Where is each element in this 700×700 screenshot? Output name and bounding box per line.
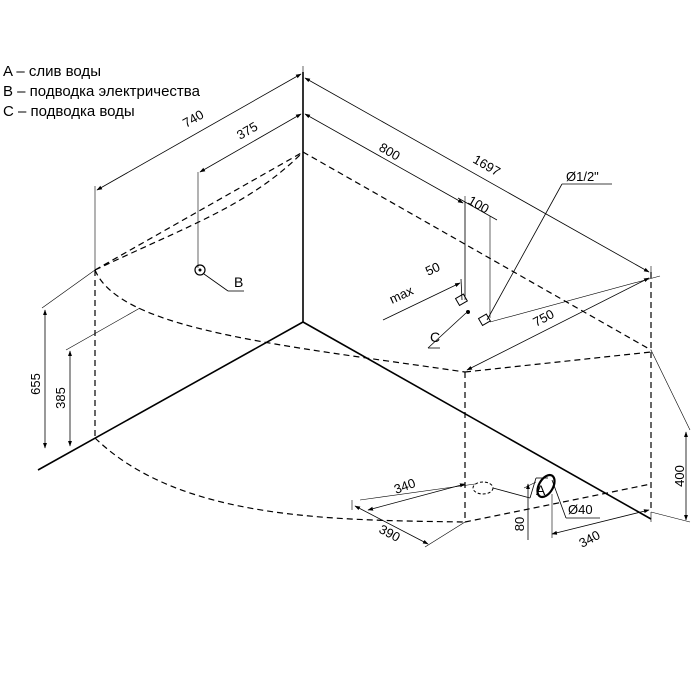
dim-1697: 1697 xyxy=(304,77,652,273)
dim-400: 400 xyxy=(650,349,691,523)
marker-c-label: C xyxy=(430,329,440,345)
dim-800-label: 800 xyxy=(377,140,403,164)
dim-80-label: 80 xyxy=(512,517,527,531)
marker-c: C xyxy=(427,312,467,349)
marker-b: B xyxy=(194,264,244,292)
dim-385-label: 385 xyxy=(53,387,68,409)
dim-340-left: 340 xyxy=(359,475,476,511)
dim-80: 80 xyxy=(512,481,537,540)
dim-340-right-label: 340 xyxy=(576,527,602,550)
dim-390-label: 390 xyxy=(377,521,403,544)
dim-655: 655 xyxy=(28,269,96,449)
legend-item-drain: A – слив воды xyxy=(3,63,101,80)
dim-390: 390 xyxy=(351,500,466,548)
dim-740-label: 740 xyxy=(180,107,206,131)
dim-375-label: 375 xyxy=(234,119,260,143)
dim-655-label: 655 xyxy=(28,373,43,395)
wall-outline xyxy=(37,72,652,520)
marker-b-label: B xyxy=(234,274,243,290)
marker-a-label: A xyxy=(536,482,546,498)
dim-340-right: 340 xyxy=(551,494,652,551)
water-supply-connectors xyxy=(454,293,492,327)
dim-750: 750 xyxy=(466,275,661,371)
drain-diameter-label: Ø40 xyxy=(568,502,593,517)
drain-a: A xyxy=(472,473,556,499)
dim-740: 740 xyxy=(94,66,304,270)
dim-50-max: 50 max xyxy=(382,259,463,321)
dim-100: 100 xyxy=(457,193,498,318)
dim-100-label: 100 xyxy=(466,193,492,217)
bathtub-outline xyxy=(94,151,652,523)
dim-800: 800 xyxy=(304,113,466,296)
dim-375: 375 xyxy=(197,113,302,268)
pipe-diameter-label: Ø1/2" xyxy=(566,169,599,184)
dim-50-label: 50 xyxy=(423,259,442,279)
dim-400-label: 400 xyxy=(672,465,687,487)
dim-385: 385 xyxy=(53,307,141,447)
dim-1697-label: 1697 xyxy=(471,152,504,179)
dim-340-left-label: 340 xyxy=(392,475,418,497)
dim-max-label: max xyxy=(387,283,416,307)
